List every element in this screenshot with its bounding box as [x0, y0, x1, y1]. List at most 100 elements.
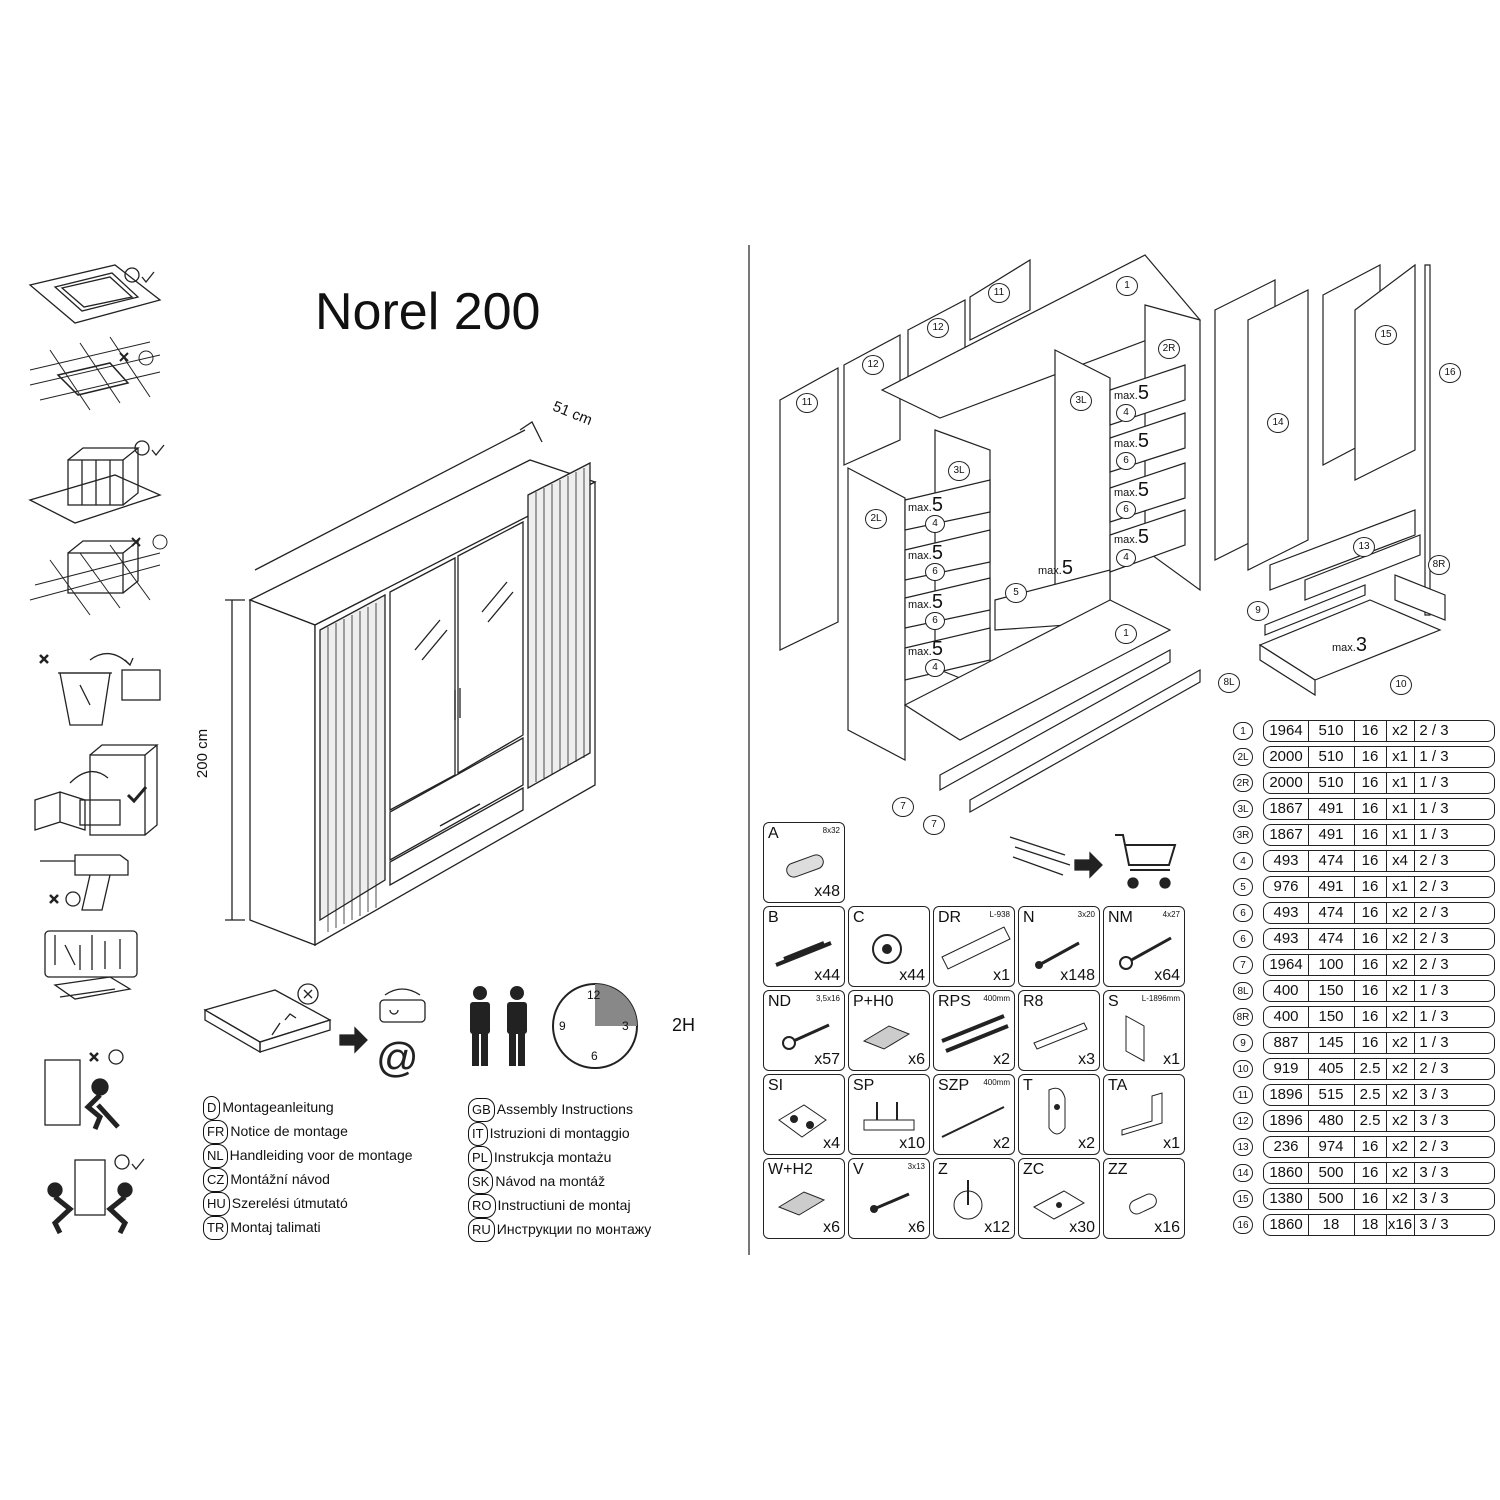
- cover-cap-icon: [1032, 1190, 1086, 1220]
- max-load-label: max.5: [1114, 382, 1149, 404]
- callout: 6: [925, 612, 945, 630]
- max-load-label: max.5: [1038, 557, 1073, 579]
- max-load-label: max.5: [1114, 526, 1149, 548]
- callout: 6: [1116, 452, 1136, 470]
- callout: 2R: [1158, 339, 1180, 359]
- callout: 12: [927, 318, 949, 338]
- connector-icon: [1129, 1193, 1157, 1215]
- callout: 12: [862, 355, 884, 375]
- max-load-label: max.5: [908, 542, 943, 564]
- screws-to-cart-icon: [1009, 834, 1177, 889]
- carton-on-floor-icon: [29, 534, 168, 616]
- hinge-icon: [862, 1025, 911, 1050]
- callout: 4: [1116, 549, 1136, 567]
- cam-lock-icon: [872, 934, 902, 964]
- clock-icon: [552, 983, 638, 1069]
- clock-3: 3: [622, 1019, 629, 1033]
- callout: 8R: [1428, 555, 1450, 575]
- callout: 11: [988, 283, 1010, 303]
- page-title: Norel 200: [315, 283, 541, 341]
- callout: 7: [923, 815, 945, 835]
- clock-6: 6: [591, 1049, 598, 1063]
- glider-pads-icon: [778, 1104, 827, 1138]
- exploded-view: [779, 254, 1446, 814]
- svg-text:@: @: [376, 1034, 419, 1081]
- hanging-rail-icon: [941, 926, 1011, 970]
- callout: 16: [1439, 363, 1461, 383]
- callout: 2L: [865, 509, 887, 529]
- one-person-warning-icon: [44, 1049, 124, 1130]
- callout: 1: [1115, 624, 1137, 644]
- max-load-label: max.5: [1114, 479, 1149, 501]
- callout: 5: [1005, 583, 1027, 603]
- assembly-duration: 2H: [672, 1015, 696, 1035]
- screw-icon: [1035, 941, 1080, 969]
- wardrobe-illustration: [225, 421, 597, 947]
- screw-icon: [782, 1023, 830, 1050]
- callout: 11: [796, 393, 818, 413]
- callout: 7: [892, 797, 914, 817]
- hinge-icon: [777, 1191, 826, 1216]
- drawer-runner-icon: [941, 1014, 1009, 1053]
- screw-icon: [870, 1192, 910, 1213]
- callout: 1: [1116, 276, 1138, 296]
- no-trash-packaging-icon: [39, 653, 161, 726]
- callout: 10: [1390, 675, 1412, 695]
- height-label: 200 cm: [194, 728, 212, 779]
- shelf-pin-icon: [863, 1102, 915, 1131]
- hand-tools-icon: [44, 930, 138, 1000]
- two-persons-icon: [470, 986, 527, 1066]
- max-load-label: max.5: [908, 638, 943, 660]
- max-load-label: max.5: [1114, 430, 1149, 452]
- callout: 6: [925, 563, 945, 581]
- max-load-label: max.5: [908, 591, 943, 613]
- screw-icon: [1119, 936, 1172, 970]
- max-load-label: max.3: [1332, 634, 1367, 656]
- callout: 4: [1116, 404, 1136, 422]
- callout: 14: [1267, 413, 1289, 433]
- instruction-pictograms: [28, 264, 168, 1235]
- slat-icon: [1033, 1022, 1088, 1050]
- strip-icon: [1125, 1015, 1145, 1062]
- clock-9: 9: [559, 1019, 566, 1033]
- damage-contact-icons: @: [203, 983, 426, 1081]
- max-load-label: max.5: [908, 494, 943, 516]
- rail-holder-icon: [1048, 1087, 1066, 1135]
- callout: 4: [925, 515, 945, 533]
- callout: 6: [1116, 501, 1136, 519]
- unpack-on-floor-icon: [29, 336, 161, 411]
- callout: 3L: [1070, 391, 1092, 411]
- callout: 9: [1247, 601, 1269, 621]
- keep-parts-box-icon: [34, 744, 159, 836]
- callout: 8L: [1218, 673, 1240, 693]
